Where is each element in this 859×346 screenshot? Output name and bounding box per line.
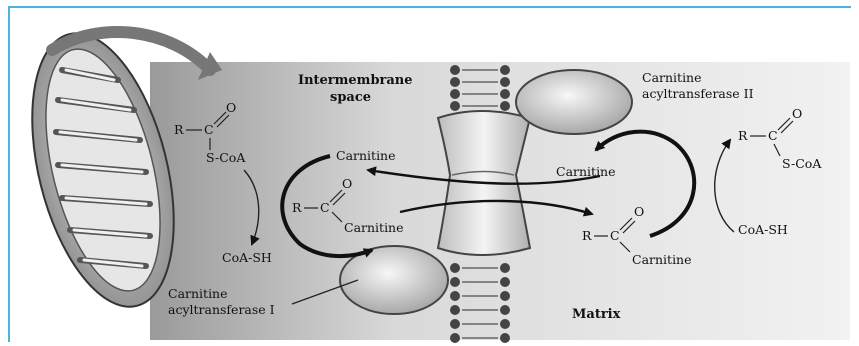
intermembrane-label-line1: Intermembrane bbox=[298, 73, 413, 88]
left-acylcoa-C: C bbox=[204, 122, 214, 137]
right-acylcoa-O: O bbox=[792, 106, 802, 121]
right-acylcarnitine-O: O bbox=[634, 204, 644, 219]
right-acylcarnitine-label: Carnitine bbox=[632, 252, 692, 267]
right-acylcoa-SCoA: S-CoA bbox=[782, 156, 822, 171]
cat1-label-line2: acyltransferase I bbox=[168, 302, 275, 317]
left-acylcoa-R: R bbox=[174, 122, 184, 137]
left-acylcarnitine-label: Carnitine bbox=[344, 220, 404, 235]
cat2-enzyme bbox=[516, 70, 632, 134]
intermembrane-label-line2: space bbox=[330, 90, 371, 105]
right-acylcarnitine-C: C bbox=[610, 228, 620, 243]
right-acylcarnitine-R: R bbox=[582, 228, 592, 243]
left-coash-label: CoA-SH bbox=[222, 250, 272, 265]
left-acylcarnitine-R: R bbox=[292, 200, 302, 215]
cat2-label-line1: Carnitine bbox=[642, 70, 702, 85]
left-acylcoa-SCoA: S-CoA bbox=[206, 150, 246, 165]
right-coash-label: CoA-SH bbox=[738, 222, 788, 237]
matrix-label: Matrix bbox=[572, 307, 621, 322]
right-acylcoa-R: R bbox=[738, 128, 748, 143]
cat2-label-line2: acyltransferase II bbox=[642, 86, 754, 101]
left-acylcarnitine-O: O bbox=[342, 176, 352, 191]
left-acylcoa-O: O bbox=[226, 100, 236, 115]
cat1-label-line1: Carnitine bbox=[168, 286, 228, 301]
right-carnitine-label: Carnitine bbox=[556, 164, 616, 179]
right-acylcoa-C: C bbox=[768, 128, 778, 143]
left-carnitine-label: Carnitine bbox=[336, 148, 396, 163]
left-acylcarnitine-C: C bbox=[320, 200, 330, 215]
